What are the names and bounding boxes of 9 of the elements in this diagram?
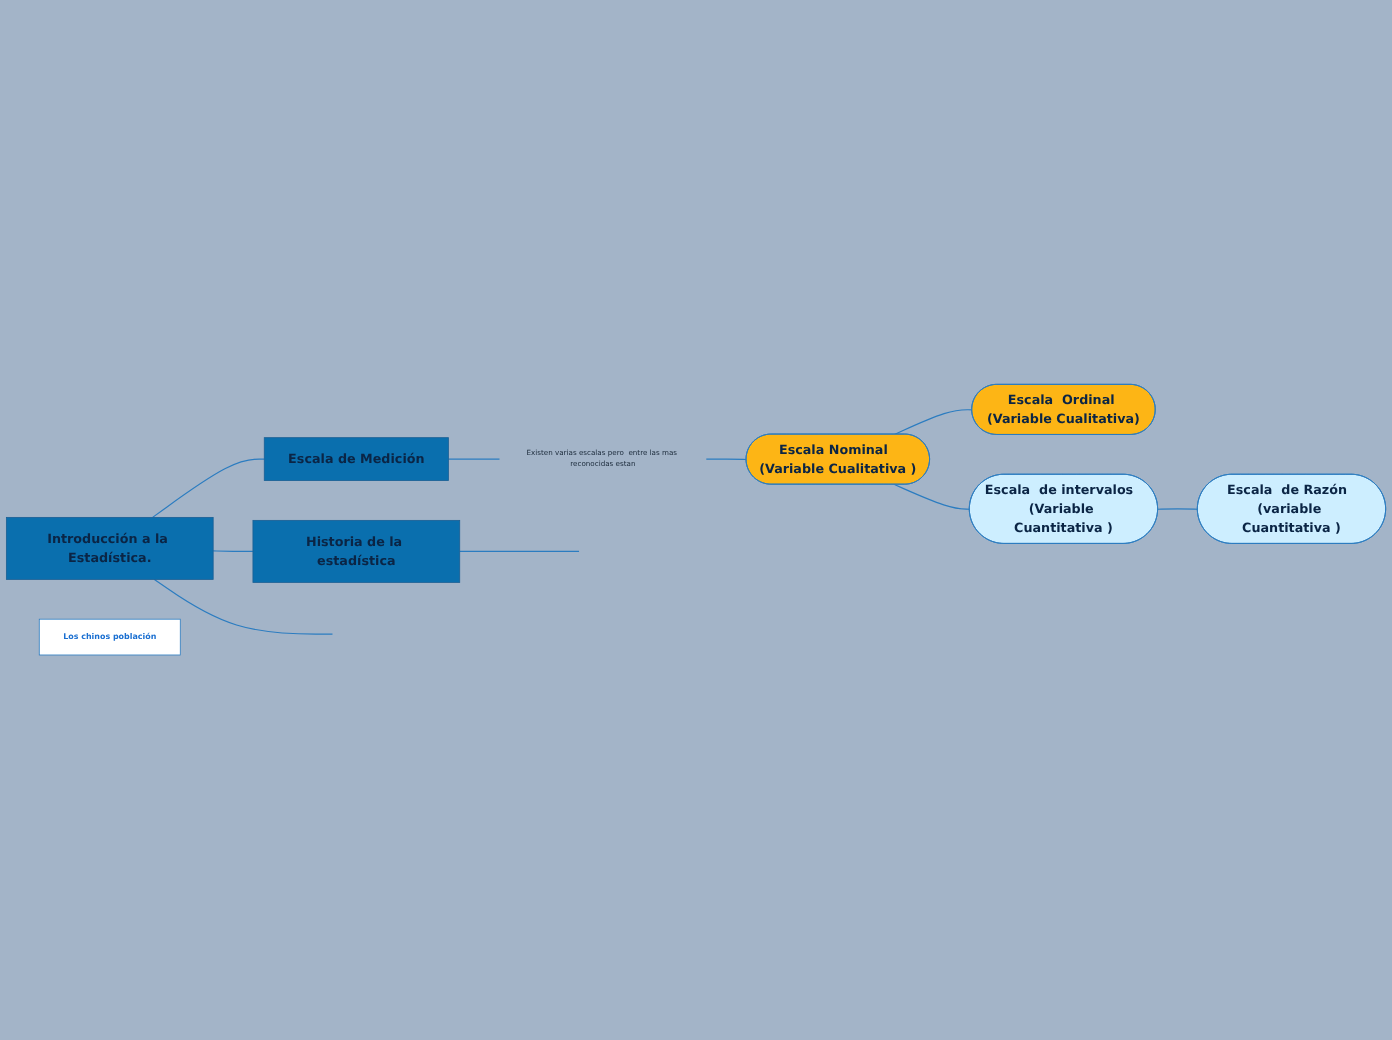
connector <box>153 579 334 635</box>
connector <box>1157 508 1199 511</box>
connector <box>459 551 580 553</box>
connector <box>152 458 265 519</box>
connector <box>893 484 971 511</box>
connector <box>212 550 254 553</box>
connector <box>893 409 973 436</box>
connector <box>705 458 748 461</box>
connector <box>447 458 501 461</box>
